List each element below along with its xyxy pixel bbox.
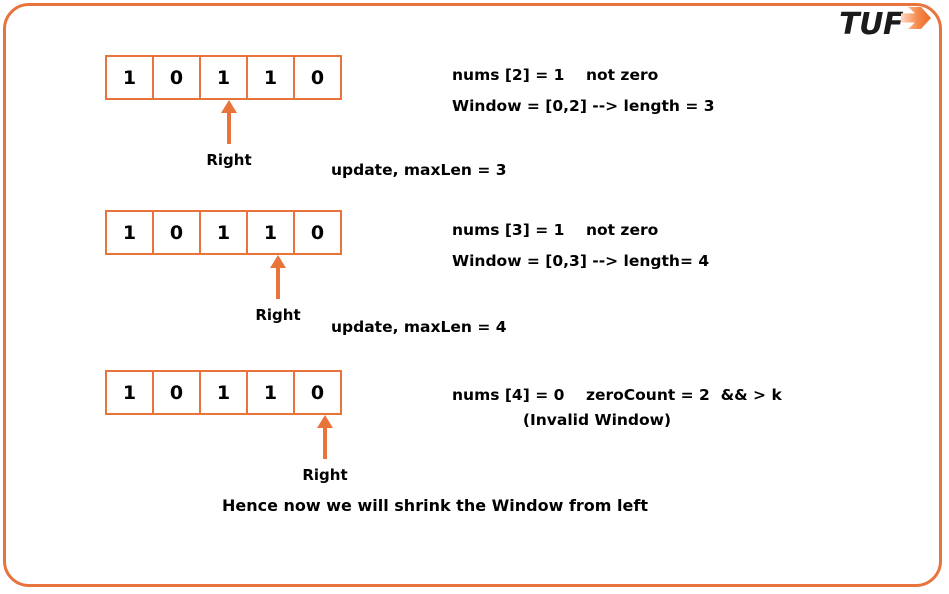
step-2-update-text: update, maxLen = 4	[331, 318, 507, 336]
step-3-note-line-2: (Invalid Window)	[522, 411, 672, 429]
step-3-note-line-1: nums [4] = 0 zeroCount = 2 && > k	[452, 386, 782, 404]
right-pointer-label: Right	[255, 306, 301, 324]
array-cell: 0	[152, 55, 201, 100]
array-cell: 0	[152, 210, 201, 255]
right-pointer-step-1: Right	[194, 100, 264, 169]
array-cell: 1	[246, 210, 295, 255]
array-row-step-3: 1 0 1 1 0	[105, 370, 342, 415]
chevron-right-icon	[899, 6, 933, 38]
footer-instruction: Hence now we will shrink the Window from…	[222, 496, 648, 515]
array-cell: 0	[152, 370, 201, 415]
array-cell: 0	[293, 370, 342, 415]
tuf-logo[interactable]: TUF	[839, 6, 933, 42]
array-cell: 1	[246, 370, 295, 415]
array-cell: 0	[293, 210, 342, 255]
array-cell: 1	[199, 370, 248, 415]
step-2-note-line-2: Window = [0,3] --> length= 4	[452, 252, 710, 270]
step-1-update-text: update, maxLen = 3	[331, 161, 507, 179]
array-cell: 1	[105, 370, 154, 415]
step-2-note-line-1: nums [3] = 1 not zero	[452, 221, 659, 239]
array-cell: 1	[105, 55, 154, 100]
array-cell: 1	[199, 55, 248, 100]
right-pointer-label: Right	[302, 466, 348, 484]
array-cell: 0	[293, 55, 342, 100]
slide-border-frame	[3, 3, 942, 587]
up-arrow-icon	[315, 415, 335, 464]
array-row-step-2: 1 0 1 1 0	[105, 210, 342, 255]
step-1-note-line-1: nums [2] = 1 not zero	[452, 66, 659, 84]
step-1-note-line-2: Window = [0,2] --> length = 3	[452, 97, 715, 115]
tuf-logo-text: TUF	[839, 7, 903, 42]
array-cell: 1	[199, 210, 248, 255]
array-row-step-1: 1 0 1 1 0	[105, 55, 342, 100]
up-arrow-icon	[219, 100, 239, 149]
right-pointer-label: Right	[206, 151, 252, 169]
array-cell: 1	[246, 55, 295, 100]
right-pointer-step-3: Right	[290, 415, 360, 484]
right-pointer-step-2: Right	[243, 255, 313, 324]
array-cell: 1	[105, 210, 154, 255]
up-arrow-icon	[268, 255, 288, 304]
